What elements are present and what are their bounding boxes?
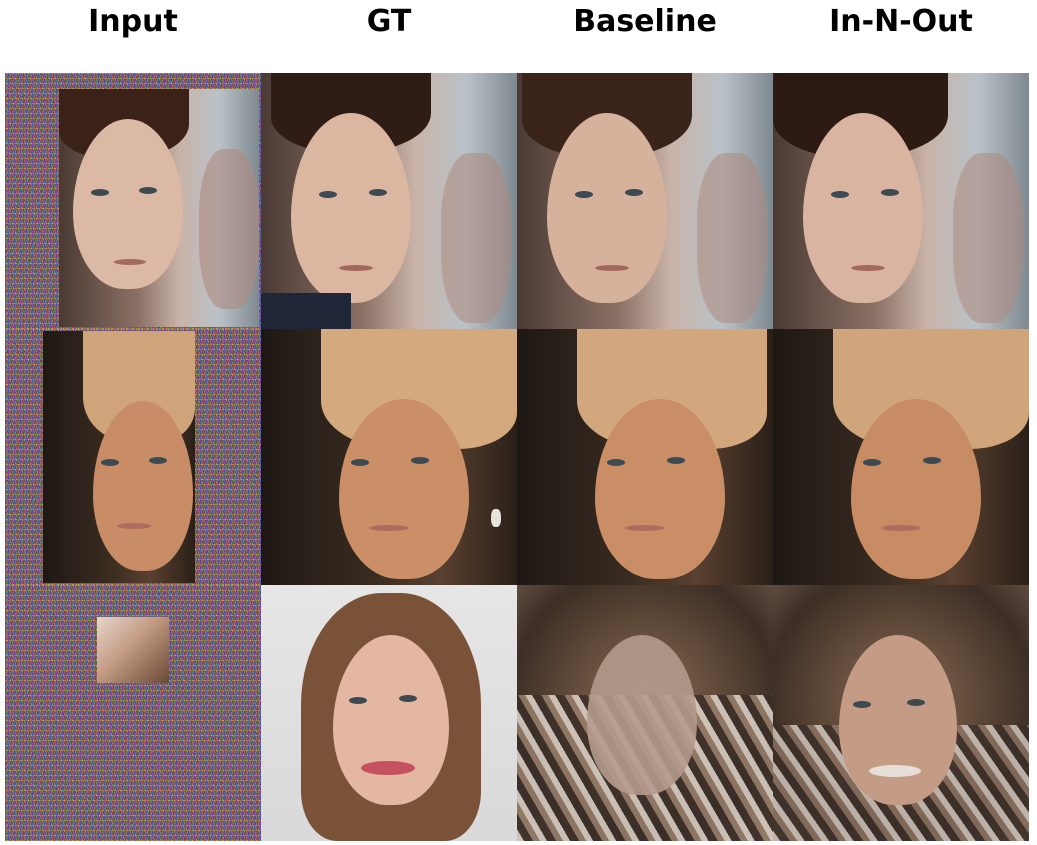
column-title-baseline: Baseline — [573, 4, 717, 39]
row2-gt-image — [261, 329, 517, 585]
row1-visible-patch — [59, 89, 259, 327]
row2-baseline-image — [517, 329, 773, 585]
column-headers: Input GT Baseline In-N-Out — [0, 0, 1037, 72]
row3-input-image — [5, 585, 261, 841]
row3-baseline-image — [517, 585, 773, 841]
row2-input-image — [5, 329, 261, 585]
row2-visible-patch — [43, 331, 195, 583]
row1-baseline-image — [517, 73, 773, 329]
image-grid — [5, 73, 1029, 841]
row3-in-n-out-image — [773, 585, 1029, 841]
row1-input-image — [5, 73, 261, 329]
column-title-in-n-out: In-N-Out — [829, 4, 973, 39]
column-title-gt: GT — [366, 4, 412, 39]
row3-gt-image — [261, 585, 517, 841]
row3-visible-patch — [97, 617, 169, 683]
row2-in-n-out-image — [773, 329, 1029, 585]
row1-in-n-out-image — [773, 73, 1029, 329]
column-title-input: Input — [88, 4, 178, 39]
row1-gt-image — [261, 73, 517, 329]
